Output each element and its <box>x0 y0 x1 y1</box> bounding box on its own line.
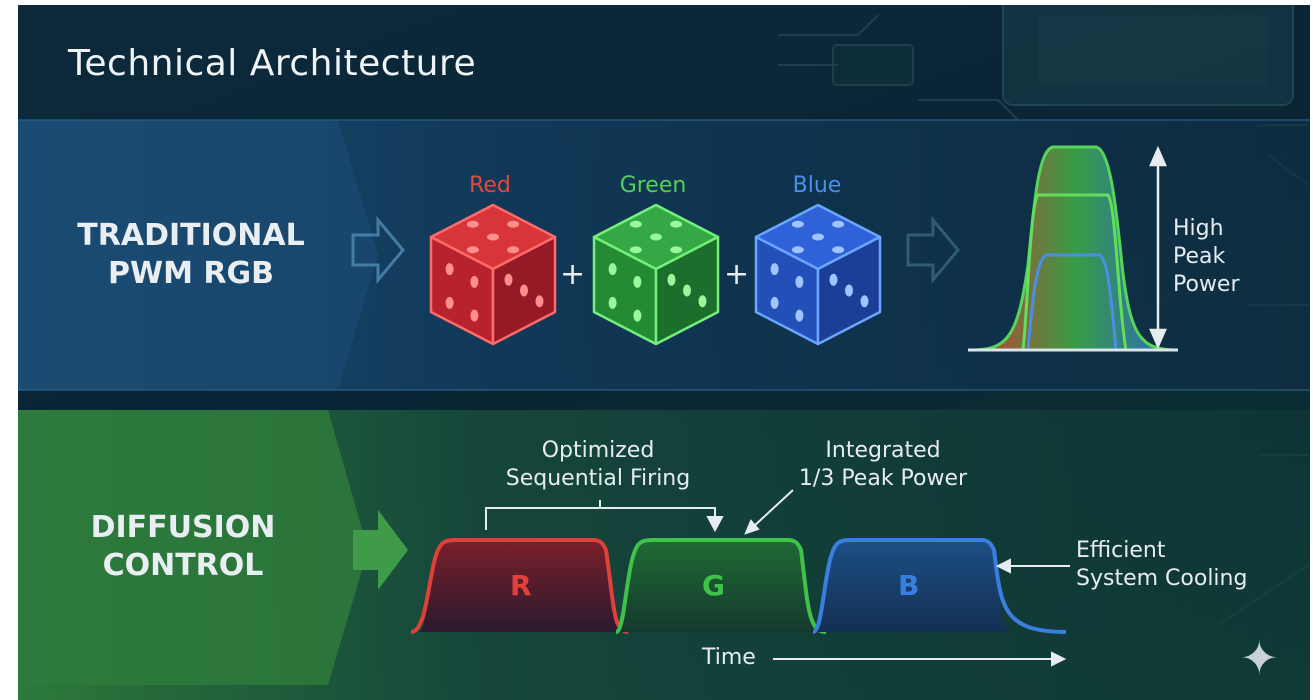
pulse-b <box>811 538 1067 634</box>
die-pip <box>535 295 544 308</box>
sparkle-icon: ✦ <box>1240 631 1279 685</box>
die-pip <box>832 220 845 228</box>
slide-graphics <box>18 5 1310 700</box>
traditional-label-line1: TRADITIONAL <box>77 218 305 253</box>
die-pip <box>608 296 617 309</box>
high-peak-power-label: High Peak Power <box>1173 215 1240 299</box>
die-pip <box>845 284 853 297</box>
cooling-line1: Efficient <box>1076 538 1166 563</box>
die-icon <box>754 203 882 346</box>
arrow-right-icon <box>906 215 960 285</box>
integrated-arrow <box>744 489 794 535</box>
diffusion-label-line2: CONTROL <box>102 548 264 583</box>
system-cooling-label: Efficient System Cooling <box>1076 537 1247 593</box>
die-label-red: Red <box>469 173 511 198</box>
sequential-bracket <box>485 500 724 533</box>
diffusion-label-line1: DIFFUSION <box>90 510 276 545</box>
die-icon <box>429 203 557 346</box>
time-label: Time <box>702 645 756 670</box>
die-pip <box>650 233 662 241</box>
die-pip <box>860 295 869 308</box>
pulse-r <box>410 538 629 634</box>
die-pip <box>466 220 479 228</box>
traditional-chevron <box>18 120 378 390</box>
die-pip <box>795 275 804 288</box>
die-icon <box>592 203 720 346</box>
die-pip <box>507 246 520 254</box>
die-pip <box>791 246 804 254</box>
die-pip <box>470 275 479 288</box>
die-label-blue: Blue <box>792 173 842 198</box>
die-pip <box>832 246 845 254</box>
die-pip <box>670 246 683 254</box>
sequential-firing-label: Optimized Sequential Firing <box>488 437 708 493</box>
peak-line1: High <box>1173 216 1224 241</box>
die-pip <box>770 296 779 309</box>
die-pip <box>507 220 520 228</box>
die-pip <box>520 284 528 297</box>
integrated-line2: 1/3 Peak Power <box>798 466 968 491</box>
sequential-line1: Optimized <box>541 438 655 463</box>
die-pip <box>504 273 513 286</box>
die-pip <box>829 273 838 286</box>
die-pip <box>629 220 642 228</box>
traditional-label-line2: PWM RGB <box>108 256 274 291</box>
peak-arrow-icon <box>1149 145 1167 350</box>
pulse-g <box>613 538 827 634</box>
die-pip <box>633 275 642 288</box>
peak-power-curve <box>968 145 1178 352</box>
die-pip <box>633 309 642 322</box>
die-pip <box>608 263 617 276</box>
die-pip <box>470 309 479 322</box>
die-pip <box>667 273 676 286</box>
traditional-label: TRADITIONAL PWM RGB <box>66 217 316 293</box>
die-pip <box>445 296 454 309</box>
die-label-green: Green <box>619 173 687 198</box>
die-pip <box>466 246 479 254</box>
die-pip <box>770 263 779 276</box>
pulse-label-r: R <box>510 569 532 602</box>
cooling-arrow <box>995 558 1070 574</box>
integrated-line1: Integrated <box>825 438 941 463</box>
die-pip <box>791 220 804 228</box>
die-pip <box>812 233 824 241</box>
arrow-right-icon <box>351 215 405 285</box>
pulse-label-g: G <box>702 569 725 602</box>
slide: Technical Architecture TRADITIONAL PWM R… <box>18 5 1310 700</box>
page-title: Technical Architecture <box>68 43 477 84</box>
peak-line2: Peak <box>1173 244 1226 269</box>
plus-sign: + <box>724 257 750 292</box>
die-pip <box>698 295 707 308</box>
die-pip <box>795 309 804 322</box>
pulse-label-b: B <box>898 569 920 602</box>
arrow-right-icon <box>353 510 408 590</box>
die-pip <box>445 263 454 276</box>
die-pip <box>683 284 691 297</box>
plus-sign: + <box>560 257 586 292</box>
peak-line3: Power <box>1173 272 1240 297</box>
sequential-line2: Sequential Firing <box>505 466 691 491</box>
diffusion-label: DIFFUSION CONTROL <box>58 509 308 585</box>
time-arrow <box>773 651 1067 667</box>
die-pip <box>487 233 499 241</box>
diffusion-chevron <box>18 410 368 685</box>
cooling-line2: System Cooling <box>1076 566 1248 591</box>
die-pip <box>629 246 642 254</box>
integrated-peak-label: Integrated 1/3 Peak Power <box>773 437 993 493</box>
die-pip <box>670 220 683 228</box>
